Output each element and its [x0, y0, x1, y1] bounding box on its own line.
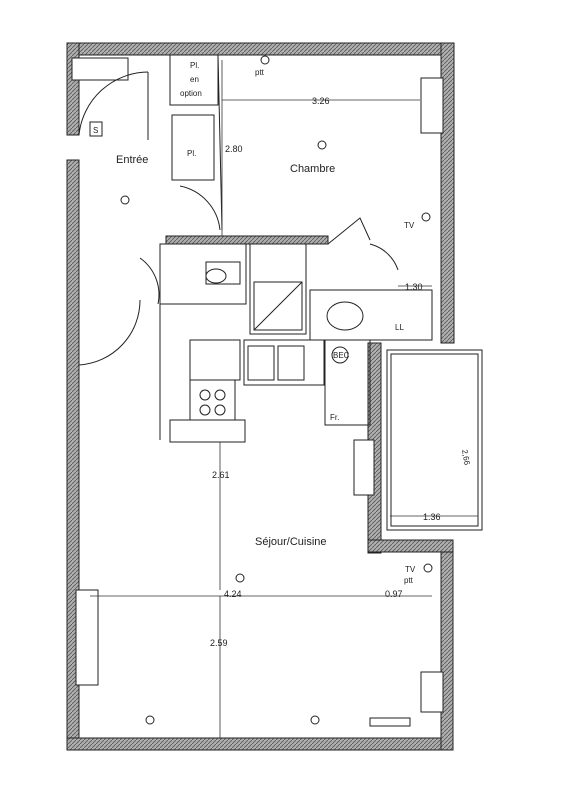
fixture-bec: BEC [333, 351, 350, 360]
outer-walls [66, 42, 455, 751]
light-icon [145, 715, 155, 725]
dim-chambre-width: 3.26 [312, 96, 330, 106]
dim-sejour-right: 0.97 [385, 589, 403, 599]
ptt-outlet-icon [260, 55, 270, 65]
light-icon [120, 195, 130, 205]
fixtures [199, 261, 364, 416]
tv-outlet-icon [421, 212, 431, 222]
closet-option-line1: Pl. [190, 61, 199, 70]
outlet-ptt-sejour: ptt [404, 576, 414, 585]
outlet-ptt-top: ptt [255, 68, 265, 77]
balcony-width-label: 1.36 [423, 512, 441, 522]
dim-sdb-width: 1.30 [405, 282, 423, 292]
door-swings [78, 71, 399, 366]
closet-option-line3: option [180, 89, 202, 98]
dim-sejour-depth-upper: 2.61 [212, 470, 230, 480]
fixture-ll: LL [395, 323, 404, 332]
light-icon [317, 140, 327, 150]
fixture-s: S [93, 126, 98, 135]
room-label-chambre: Chambre [290, 163, 335, 175]
tv-outlet-icon [423, 563, 433, 573]
room-label-entree: Entrée [116, 154, 148, 166]
dim-sejour-width: 4.24 [224, 589, 242, 599]
ceiling-lights [120, 140, 327, 725]
balcony: 1.36 2,66 [386, 349, 483, 531]
fixture-fr: Fr. [330, 413, 339, 422]
handwritten-balcony-note: 2,66 [460, 449, 472, 466]
dim-sejour-depth-lower: 2.59 [210, 638, 228, 648]
light-icon [310, 715, 320, 725]
closet-option-line2: en [190, 75, 199, 84]
closet-label: Pl. [187, 149, 196, 158]
partitions [159, 54, 433, 443]
dim-chambre-depth: 2.80 [225, 144, 243, 154]
windows [71, 57, 444, 713]
room-label-sejour: Séjour/Cuisine [255, 536, 327, 548]
s-box-icon [89, 121, 103, 137]
dimension-lines [90, 60, 432, 738]
outlet-tv-sejour: TV [405, 565, 416, 574]
radiator-icon [369, 717, 411, 727]
light-icon [235, 573, 245, 583]
outlet-tv-chambre: TV [404, 221, 415, 230]
